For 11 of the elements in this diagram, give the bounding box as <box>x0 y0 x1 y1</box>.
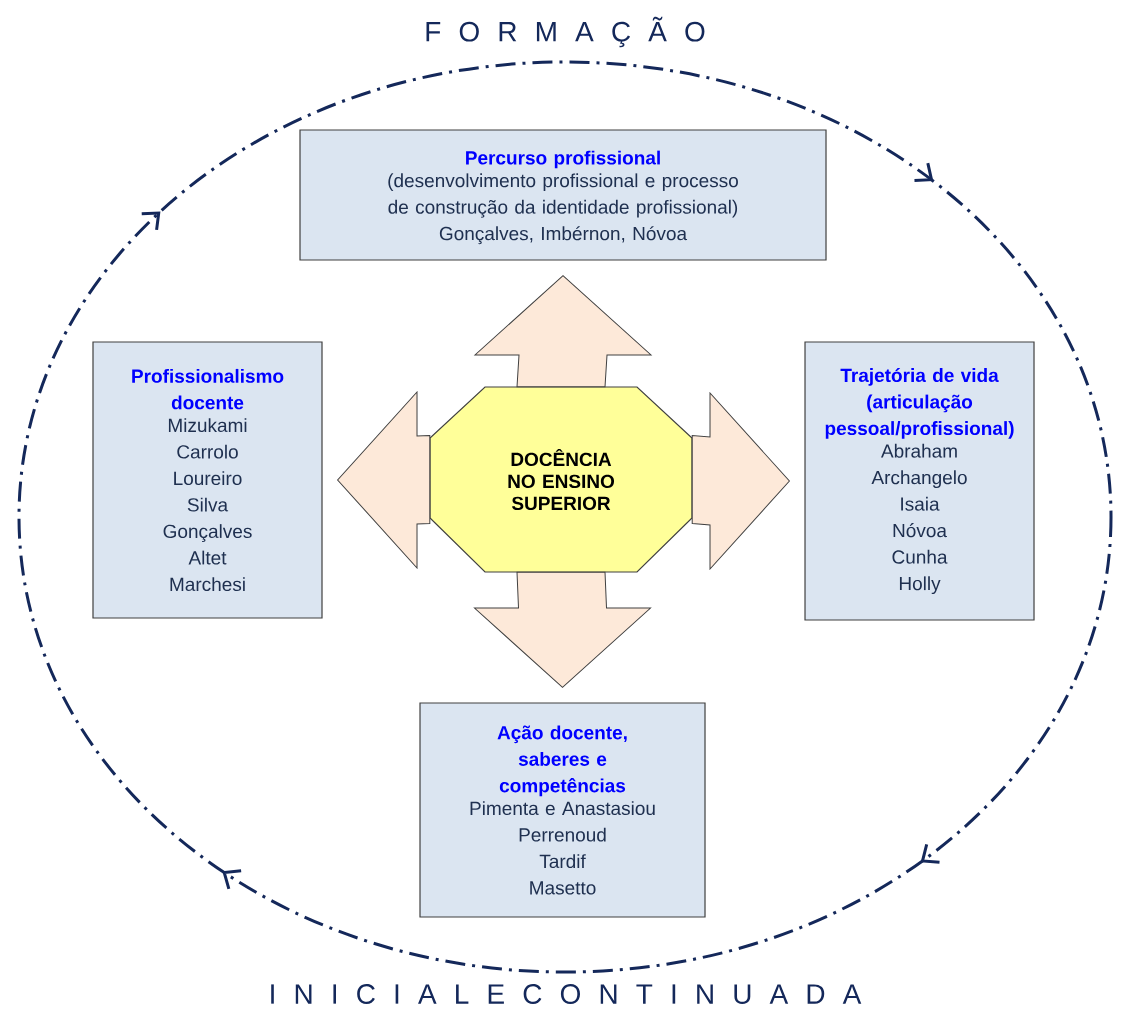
octagon: DOCÊNCIA NO ENSINO SUPERIOR <box>429 386 693 573</box>
block-arrow <box>474 571 651 688</box>
author-box: Ação docente, saberes e competências Pimenta e Anastasiou Perrenoud Tardif Masetto <box>419 702 706 918</box>
author-box: Profissionalismo docente Mizukami Carrolo Loureiro Silva Gonçalves Altet Marchesi <box>92 341 323 619</box>
block-arrow <box>337 391 431 569</box>
cycle-label: F O R M A Ç Ã O <box>426 16 705 48</box>
block-arrow <box>474 275 652 388</box>
author-box: Trajetória de vida (articulação pessoal/profissional) Abraham Archangelo Isaia Nóvoa Cunha Holly <box>804 341 1035 621</box>
cycle-label: I N I C I A L E C O N T I N U A D A <box>271 984 862 1004</box>
block-arrow <box>691 392 790 570</box>
author-box: Percurso profissional (desenvolvimento profissional e processo de construção da identidade profissional) Gonçalves, Imbérnon, Nóvoa <box>299 129 827 261</box>
